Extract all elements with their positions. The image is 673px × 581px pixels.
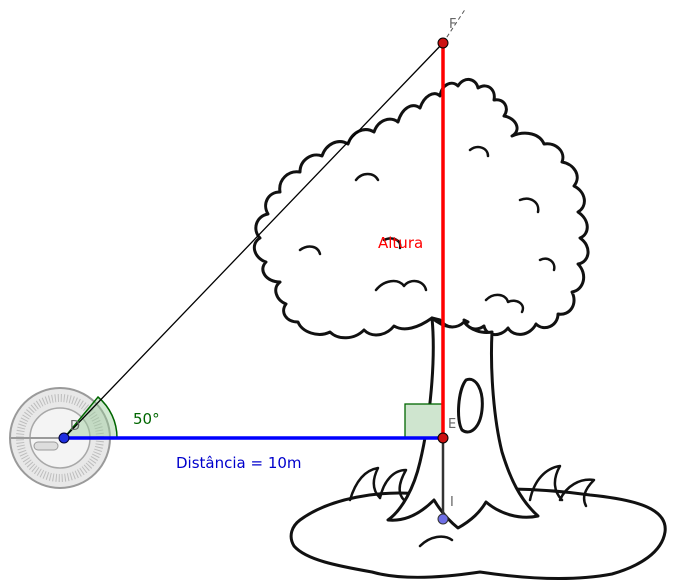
point-F[interactable] bbox=[437, 37, 449, 49]
point-I[interactable] bbox=[437, 513, 449, 525]
tree-canopy-swirls bbox=[298, 145, 556, 314]
right-angle-marker bbox=[404, 403, 444, 439]
height-label: Altura bbox=[378, 234, 423, 252]
tree-grass bbox=[348, 464, 596, 548]
sight-line-DF bbox=[63, 42, 444, 439]
tree-knot-hole bbox=[457, 377, 484, 434]
point-label-E: E bbox=[448, 417, 456, 432]
distance-label: Distância = 10m bbox=[176, 454, 302, 472]
point-E[interactable] bbox=[437, 432, 449, 444]
tree-canopy bbox=[252, 78, 590, 340]
point-label-I: I bbox=[450, 495, 454, 510]
angle-label: 50° bbox=[133, 410, 160, 428]
point-label-F: F bbox=[449, 17, 456, 32]
point-D[interactable] bbox=[58, 432, 70, 444]
tree-illustration bbox=[252, 78, 667, 580]
point-label-D: D bbox=[70, 419, 80, 434]
